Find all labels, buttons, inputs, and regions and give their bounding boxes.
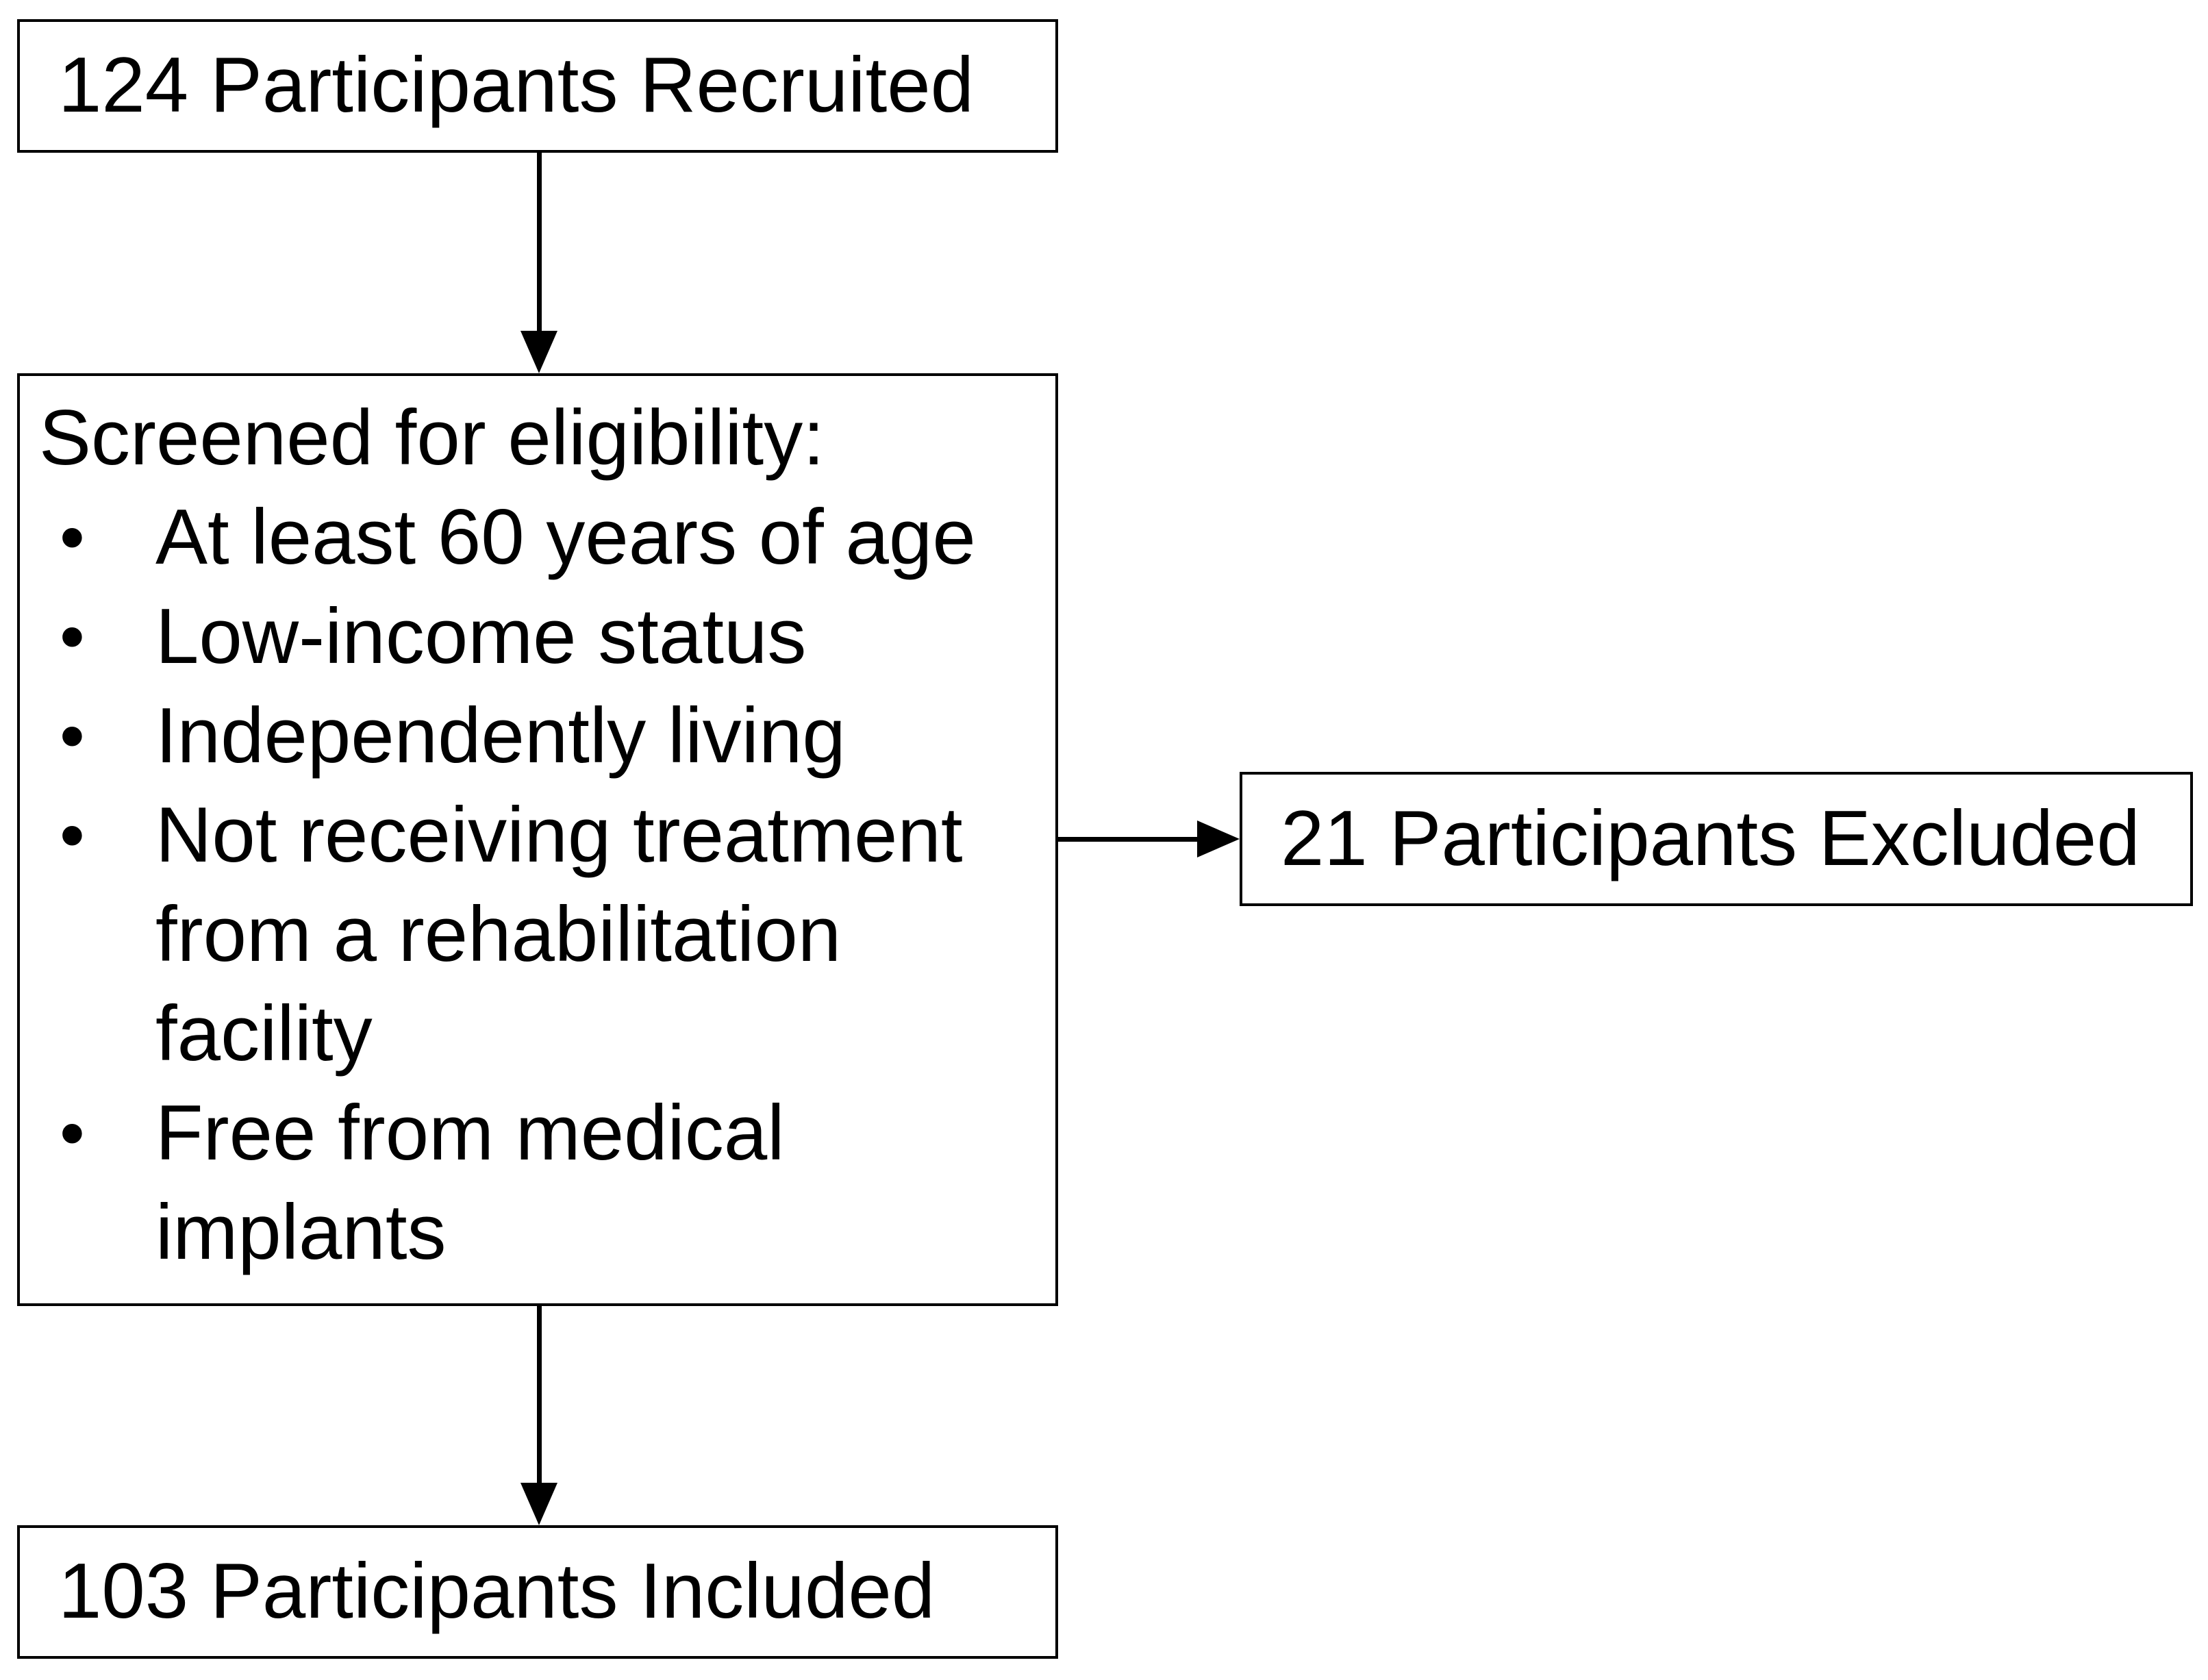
list-item: • At least 60 years of age [39, 488, 1042, 587]
recruited-label: 124 Participants Recruited [58, 42, 975, 129]
list-item: • Free from medical implants [39, 1083, 1042, 1282]
arrow-down-connector-top [537, 153, 542, 334]
included-label: 103 Participants Included [58, 1548, 936, 1635]
box-participants-recruited: 124 Participants Recruited [17, 19, 1058, 153]
list-item: • Not receiving treatment from a rehabil… [39, 786, 1042, 1083]
criterion-implants: Free from medical implants [155, 1090, 785, 1276]
bullet-icon: • [60, 795, 85, 875]
bullet-icon: • [60, 1093, 85, 1173]
box-participants-included: 103 Participants Included [17, 1525, 1058, 1659]
box-participants-excluded: 21 Participants Excluded [1240, 772, 2193, 906]
criterion-living: Independently living [155, 692, 846, 779]
criterion-treatment: Not receiving treatment from a rehabilit… [155, 792, 963, 1077]
screening-heading: Screened for eligibility: [39, 394, 825, 481]
criterion-age: At least 60 years of age [155, 494, 976, 581]
bullet-icon: • [60, 597, 85, 677]
bullet-icon: • [60, 497, 85, 577]
excluded-label: 21 Participants Excluded [1281, 794, 2140, 882]
bullet-icon: • [60, 696, 85, 776]
list-item: • Low-income status [39, 587, 1042, 686]
arrow-right-connector [1058, 837, 1203, 842]
arrowhead-right-icon [1197, 820, 1240, 857]
list-item: • Independently living [39, 686, 1042, 786]
arrowhead-down-icon [520, 331, 557, 373]
criterion-income: Low-income status [155, 593, 807, 680]
arrowhead-down-icon [520, 1483, 557, 1525]
box-screened-for-eligibility: Screened for eligibility: • At least 60 … [17, 373, 1058, 1306]
arrow-down-connector-bottom [537, 1306, 542, 1485]
